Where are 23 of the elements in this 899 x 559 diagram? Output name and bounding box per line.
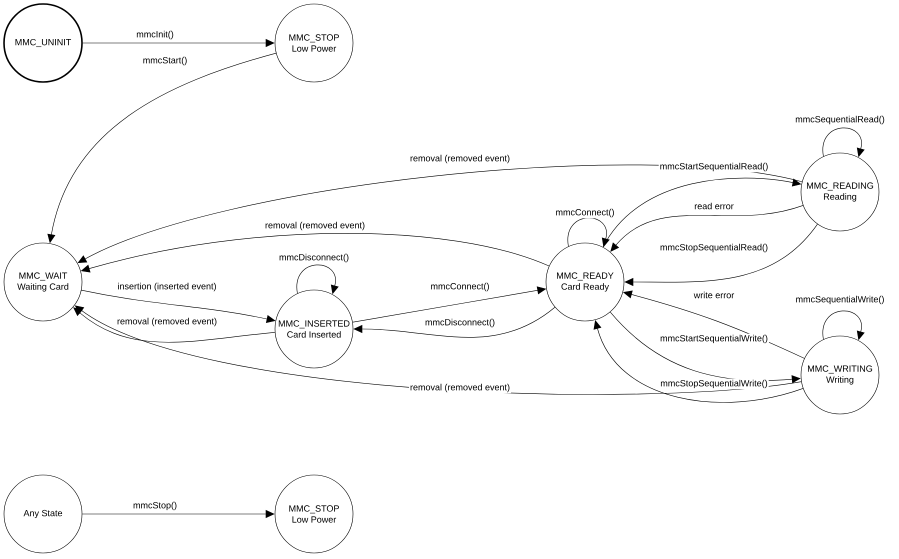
arrow — [602, 178, 802, 248]
edge-label: removal (removed event) — [408, 154, 512, 164]
edge-label: mmcDisconnect() — [278, 252, 350, 264]
edge-label: mmcSequentialWrite() — [794, 294, 886, 306]
edge-label: mmcStart() — [142, 56, 188, 66]
edge-label: mmcConnect() — [554, 208, 616, 218]
edge-label: removal (removed event) — [264, 220, 366, 232]
edge-label: read error — [693, 202, 735, 210]
edge-label: insertion (inserted event) — [116, 282, 218, 292]
edge-label: write error — [692, 290, 736, 300]
edge-label: mmcSequentialRead() — [794, 114, 886, 126]
edge-label: mmcConnect() — [430, 282, 490, 292]
edge-label: mmcStopSequentialRead() — [658, 242, 770, 254]
arrow — [610, 205, 804, 252]
edge-label: mmcStartSequentialRead() — [658, 162, 770, 172]
arrow — [73, 307, 276, 343]
edge-label: mmcStartSequentialWrite() — [659, 334, 769, 344]
edge-label: removal (removed event) — [408, 382, 512, 394]
edge-label: removal (removed event) — [116, 316, 218, 328]
edge-label: mmcInit() — [135, 30, 175, 40]
edge-label: mmcStop() — [132, 500, 178, 512]
edge-label: mmcDisconnect() — [424, 318, 496, 328]
edge-label: mmcStopSequentialWrite() — [659, 378, 769, 390]
